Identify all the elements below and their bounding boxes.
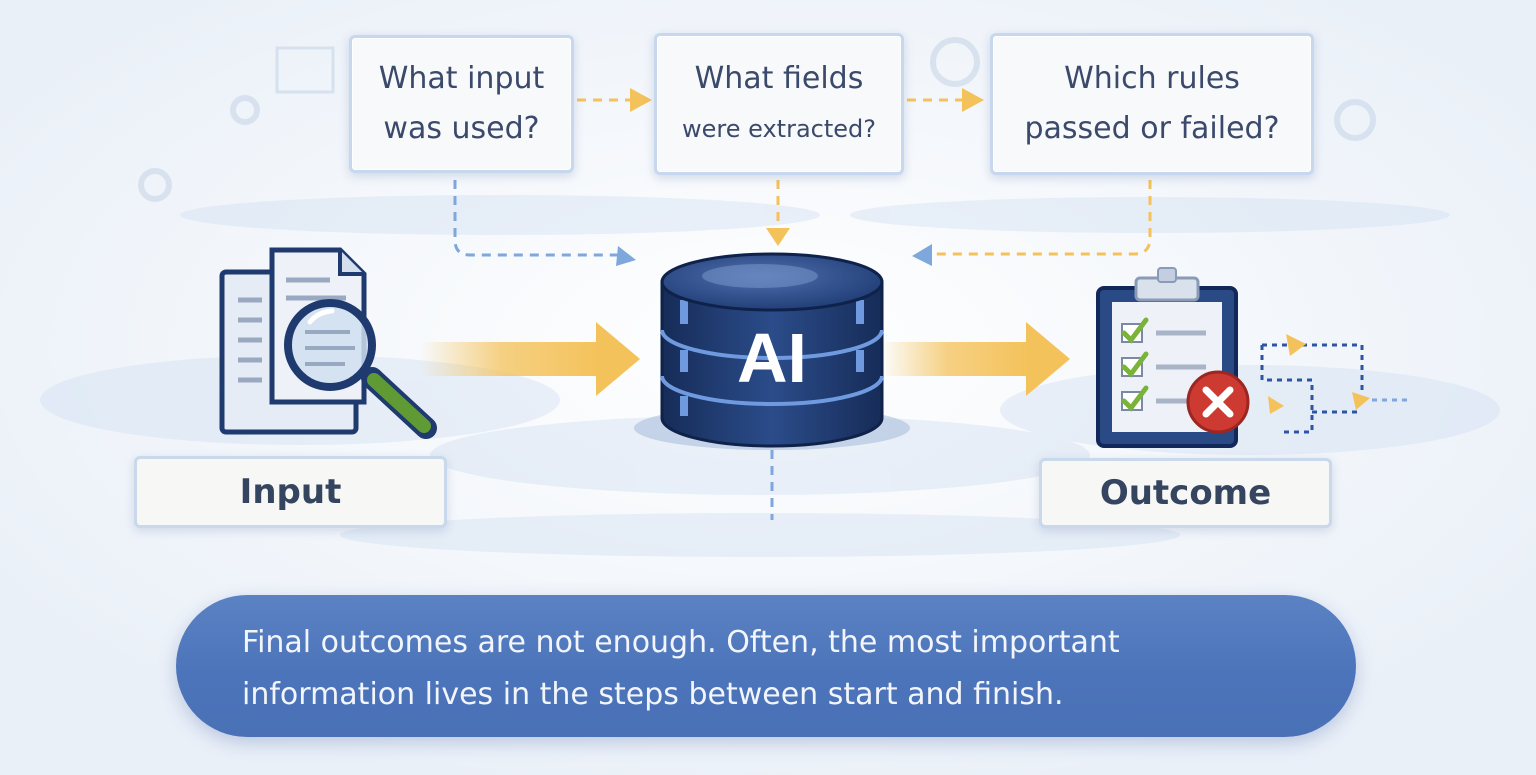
input-question-box: What input was used?	[349, 35, 574, 173]
x-circle-icon	[1186, 370, 1250, 434]
rules-question-box: Which rules passed or failed?	[990, 33, 1314, 175]
document-magnifier-icon	[219, 247, 437, 439]
question-flow-arrowhead-1	[630, 88, 652, 112]
rules-question-connector	[930, 180, 1152, 256]
outcome-label: Outcome	[1039, 458, 1332, 528]
input-question-line2: was used?	[383, 111, 540, 146]
fields-question-line1: What fields	[694, 61, 864, 96]
rules-question-line2: passed or failed?	[1024, 111, 1280, 146]
caption-line1: Final outcomes are not enough. Often, th…	[242, 625, 1120, 660]
fields-question-arrowhead	[766, 228, 790, 246]
input-question-line1: What input	[378, 61, 545, 96]
input-question-connector	[453, 180, 620, 257]
ai-label: AI	[737, 319, 807, 397]
branch-arrowheads	[1268, 334, 1370, 414]
input-question-arrowhead	[616, 246, 636, 266]
database-icon	[634, 252, 910, 450]
fields-question-box: What fields were extracted?	[654, 33, 904, 175]
input-to-ai-arrow	[420, 322, 640, 396]
question-flow-arrowhead-2	[962, 88, 984, 112]
background-window-icon	[275, 46, 335, 94]
background-gears-icon	[138, 37, 1376, 202]
input-label: Input	[134, 456, 447, 528]
rules-question-arrowhead	[912, 244, 932, 266]
caption-banner: Final outcomes are not enough. Often, th…	[176, 595, 1356, 737]
fields-question-line2: were extracted?	[681, 115, 876, 143]
ai-to-outcome-arrow	[880, 322, 1070, 396]
rules-question-line1: Which rules	[1064, 61, 1240, 96]
caption-line2: information lives in the steps between s…	[242, 677, 1064, 712]
